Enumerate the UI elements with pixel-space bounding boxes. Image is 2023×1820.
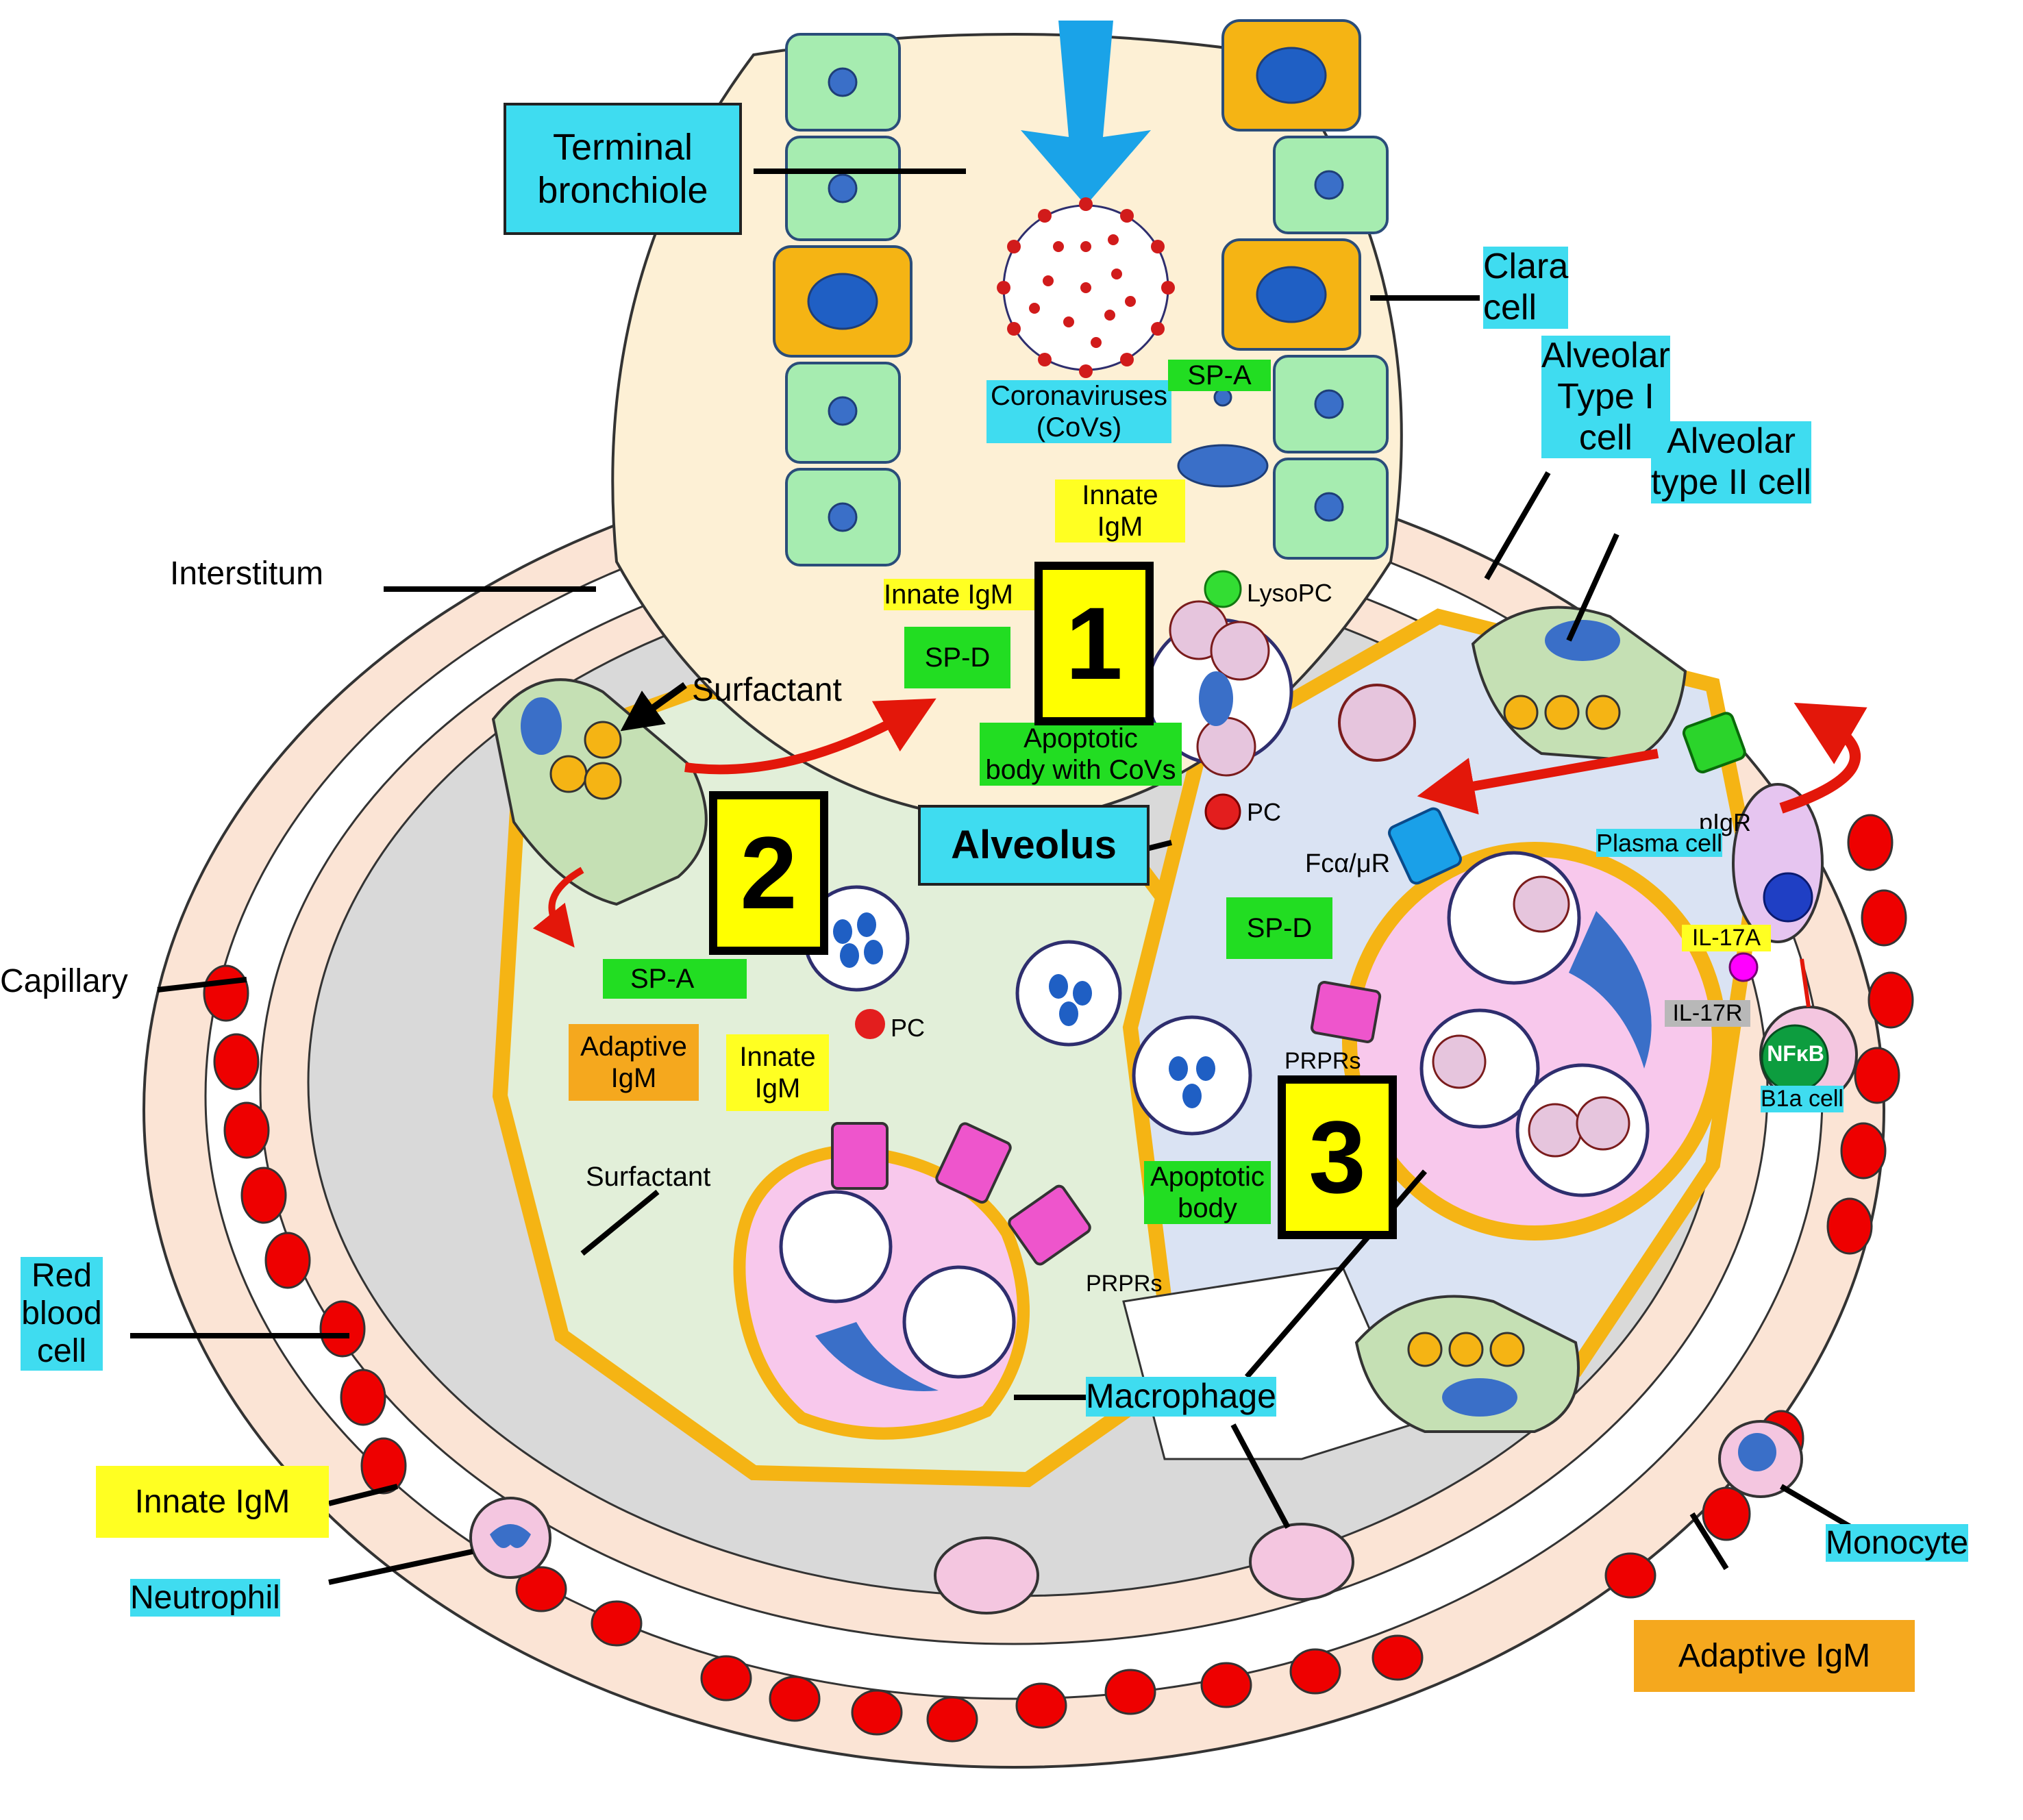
lysopc-label: LysoPC [1247, 579, 1332, 607]
bronchiole-epithelium-left [773, 33, 913, 566]
step-2-number: 2 [740, 815, 797, 930]
il17r-label: IL-17R [1665, 1000, 1750, 1027]
inflow-arrow-icon [1021, 21, 1151, 205]
pc-icon-2 [855, 1009, 885, 1039]
terminal-bronchiole-text: Terminal bronchiole [537, 127, 708, 211]
surfactant-black-arrow [620, 682, 687, 732]
neutrophil-label: Neutrophil [130, 1579, 280, 1617]
innate-igm-1-label: Innate IgM [884, 579, 1038, 610]
capillary-label: Capillary [0, 963, 128, 999]
apoptotic-body-label: Apoptotic body [1144, 1161, 1271, 1224]
clara-cell-label: Clara cell [1483, 247, 1569, 329]
prprs-3-label: PRPRs [1284, 1048, 1361, 1074]
surfactant-arrow [684, 698, 936, 775]
leader-lines [130, 169, 1865, 1585]
alveolar-type2-cell-bottom [1354, 1295, 1580, 1433]
blood-macrophage-2 [934, 1536, 1039, 1615]
apoptotic-body-nuclei [833, 912, 1215, 1108]
neutrophil-nucleus [490, 1524, 531, 1548]
prprs-2-label: PRPRs [1086, 1271, 1163, 1297]
innate-igm-bottom-label: Innate IgM [96, 1466, 329, 1538]
sp-a-arrow [532, 867, 584, 948]
macrophage-right [1342, 842, 1727, 1241]
step-2-box: 2 [709, 791, 828, 955]
fcamur-label: Fcα/μR [1305, 849, 1391, 878]
terminal-bronchiole-label: Terminal bronchiole [504, 103, 742, 235]
pc-1-label: PC [1247, 798, 1282, 826]
alveolar-type2-cell-left [491, 678, 708, 906]
adaptive-igm-bottom-label: Adaptive IgM [1634, 1620, 1915, 1692]
pc-2-label: PC [891, 1014, 926, 1042]
step-1-box: 1 [1034, 562, 1154, 725]
blood-macrophage [1249, 1523, 1354, 1601]
plasma-cell-nucleus [1763, 872, 1813, 923]
recycle-arrow [1779, 702, 1867, 814]
prpr-receptors [831, 980, 1382, 1266]
b1a-cell-label: B1a cell [1761, 1086, 1844, 1113]
coronavirus-icon [997, 197, 1175, 378]
innate-igm-2-label: Innate IgM [726, 1034, 829, 1111]
fcamur-receptor-icon [1388, 807, 1462, 885]
innate-igm-top-label: Innate IgM [1055, 479, 1185, 543]
lysopc-icon [1204, 570, 1242, 608]
il17a-label: IL-17A [1682, 925, 1771, 952]
bronchiole-epithelium-right [1221, 19, 1389, 560]
red-blood-cells [203, 814, 1914, 1743]
adaptive-igm-left-label: Adaptive IgM [569, 1024, 699, 1101]
il17a-icon [1728, 952, 1759, 982]
apoptotic-bodies [803, 885, 1252, 1136]
virion-free [1338, 684, 1416, 762]
macrophage-left [733, 1144, 1030, 1440]
alveolus-label: Alveolus [918, 805, 1150, 886]
surfactant-top-label: Surfactant [692, 672, 842, 708]
sp-a-top-label: SP-A [1168, 360, 1271, 391]
alveolar-type2-cell-right [1471, 606, 1687, 762]
monocyte-label: Monocyte [1826, 1524, 1969, 1562]
red-blood-cell-label: Red blood cell [21, 1257, 103, 1371]
step-3-number: 3 [1308, 1099, 1366, 1214]
monocyte-nucleus [1738, 1433, 1776, 1471]
apoptotic-body-covs-label: Apoptotic body with CoVs [980, 723, 1182, 786]
sp-a-left-label: SP-A [603, 959, 747, 999]
alveolar-type1-label: Alveolar Type I cell [1541, 336, 1670, 459]
nfkb-label: NFκB [1767, 1041, 1824, 1066]
macrophage-label: Macrophage [1086, 1377, 1276, 1417]
step-3-box: 3 [1278, 1075, 1397, 1239]
coronaviruses-label: Coronaviruses (CoVs) [986, 380, 1171, 443]
nfkb-arrow [1800, 958, 1811, 1008]
plasma-cell-label: Plasma cell [1596, 829, 1723, 858]
alveolar-type2-label: Alveolar type II cell [1651, 421, 1812, 503]
sp-d-1-label: SP-D [904, 627, 1010, 688]
apoptotic-body-with-covs [1145, 600, 1293, 777]
interstitum-label: Interstitum [170, 556, 324, 592]
virion-arrow [1417, 749, 1659, 815]
step-1-number: 1 [1065, 586, 1123, 701]
pigr-receptor-icon [1682, 712, 1746, 774]
sp-d-3-label: SP-D [1226, 897, 1332, 959]
surfactant-bottom-label: Surfactant [586, 1162, 711, 1192]
pc-icon-1 [1204, 793, 1241, 830]
